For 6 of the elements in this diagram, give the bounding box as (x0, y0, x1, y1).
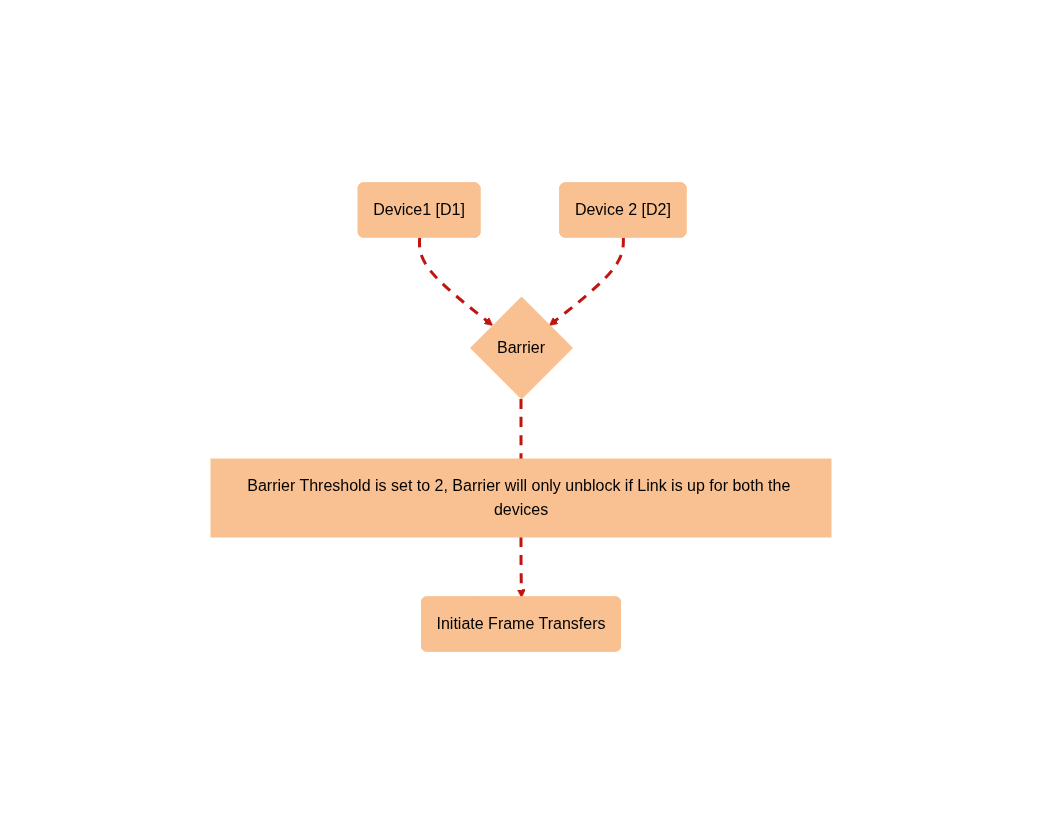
arrow (549, 237, 625, 326)
node-box: Barrier Threshold is set to 2, Barrier will only unblock if Link is up for both the devices (210, 458, 832, 538)
connector (519, 399, 523, 459)
arrow (516, 537, 526, 598)
arrow (418, 237, 493, 326)
node-diamond: Barrier (470, 296, 573, 400)
